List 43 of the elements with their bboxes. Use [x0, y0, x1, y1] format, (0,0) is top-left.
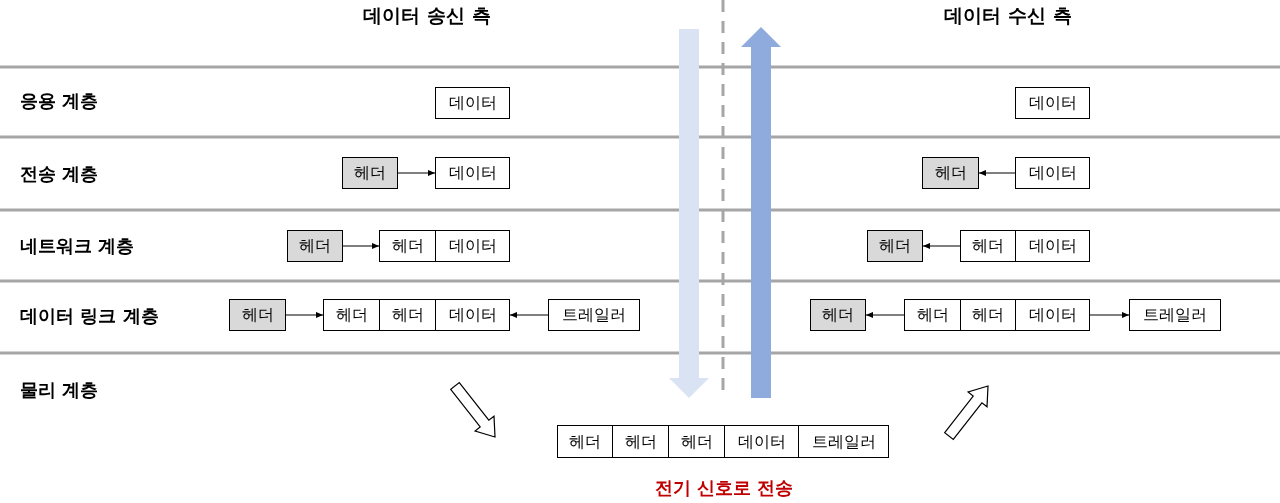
column-heading: 데이터 송신 측 [362, 4, 492, 26]
data-box: 데이터 [435, 230, 510, 262]
arrow [285, 311, 324, 319]
arrow [342, 242, 380, 250]
layer-label: 전송 계층 [20, 163, 99, 185]
data-box: 데이터 [435, 157, 510, 189]
data-box: 데이터 [724, 425, 799, 458]
shaded-header-box: 헤더 [342, 157, 398, 189]
header-box: 헤더 [904, 299, 961, 331]
header-box: 헤더 [557, 425, 613, 458]
arrow [509, 311, 549, 319]
shaded-header-box: 헤더 [867, 230, 923, 262]
header-box: 헤더 [960, 299, 1016, 331]
shaded-header-box: 헤더 [810, 299, 866, 331]
header-box: 헤더 [379, 299, 436, 331]
header-box: 헤더 [668, 425, 725, 458]
arrow [1089, 311, 1130, 319]
layer-label: 응용 계층 [20, 90, 99, 112]
data-box: 데이터 [1015, 230, 1090, 262]
data-box: 데이터 [1015, 157, 1090, 189]
data-box: 데이터 [1015, 299, 1090, 331]
header-box: 헤더 [323, 299, 380, 331]
data-box: 데이터 [1015, 87, 1090, 119]
header-box: 헤더 [960, 230, 1016, 262]
layer-label: 물리 계층 [20, 379, 99, 401]
arrow [978, 169, 1016, 177]
header-box: 헤더 [612, 425, 669, 458]
trailer-box: 트레일러 [1129, 299, 1221, 331]
data-box: 데이터 [435, 87, 510, 119]
data-box: 데이터 [435, 299, 510, 331]
arrow [922, 242, 961, 250]
shaded-header-box: 헤더 [229, 299, 286, 331]
arrow [865, 311, 905, 319]
trailer-box: 트레일러 [798, 425, 889, 458]
trailer-box: 트레일러 [548, 299, 640, 331]
layer-label: 데이터 링크 계층 [20, 305, 159, 327]
shaded-header-box: 헤더 [922, 157, 979, 189]
arrow [397, 169, 436, 177]
transmission-note: 전기 신호로 전송 [653, 477, 795, 499]
shaded-header-box: 헤더 [287, 230, 343, 262]
header-box: 헤더 [379, 230, 436, 262]
layer-label: 네트워크 계층 [20, 235, 135, 257]
column-heading: 데이터 수신 측 [943, 4, 1073, 26]
